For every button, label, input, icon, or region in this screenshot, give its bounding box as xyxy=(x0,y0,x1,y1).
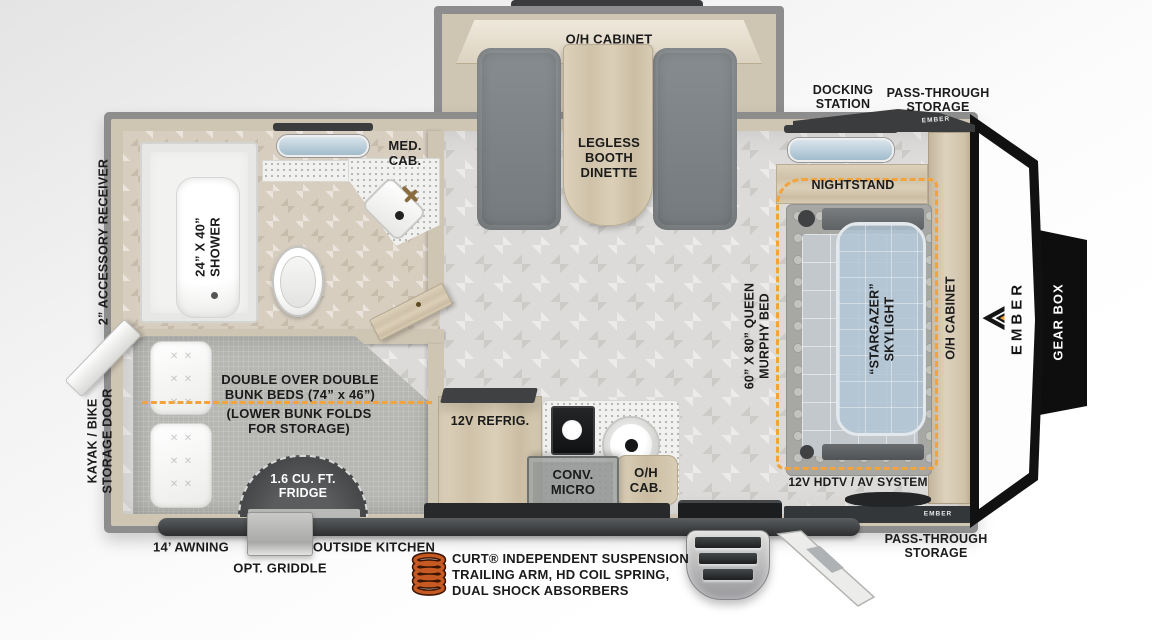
label-refrigerator: 12V REFRIG. xyxy=(450,413,530,428)
griddle xyxy=(247,512,313,556)
label-bunk-beds: DOUBLE OVER DOUBLE BUNK BEDS (74” x 46”) xyxy=(221,372,379,402)
bathroom-window-slot xyxy=(273,123,373,131)
refrigerator-top-vent xyxy=(440,388,538,403)
coil-spring-icon xyxy=(411,552,447,596)
bathroom-window xyxy=(277,135,369,157)
label-kitchen-oh-cab: O/H CAB. xyxy=(629,465,663,495)
dinette-bench-right xyxy=(653,48,737,230)
label-pass-through-top: PASS-THROUGH STORAGE xyxy=(886,85,990,114)
bunk-mattress-lower xyxy=(150,423,212,508)
ember-badge-bottom: EMBER xyxy=(923,510,953,518)
dinette-table xyxy=(563,44,653,226)
label-skylight: “STARGAZER” SKYLIGHT xyxy=(867,283,896,375)
dinette-bench-left xyxy=(477,48,561,230)
convection-microwave xyxy=(527,456,619,510)
sink-drain xyxy=(395,211,404,220)
bathroom-door-knob xyxy=(416,302,421,307)
label-av-system: 12V HDTV / AV SYSTEM xyxy=(788,475,928,490)
murphy-pillow xyxy=(798,210,815,227)
speaker-lens xyxy=(845,492,931,507)
brand-logo-text: EMBER xyxy=(1008,280,1026,356)
step-tread-1 xyxy=(695,537,761,548)
label-oh-cabinet-top: O/H CABINET xyxy=(565,31,653,47)
label-gear-box: GEAR BOX xyxy=(1050,283,1066,361)
label-shower: 24” X 40” SHOWER xyxy=(192,217,223,277)
cooktop-burner xyxy=(562,420,582,440)
entry-door-open xyxy=(776,530,876,607)
stargazer-skylight xyxy=(836,222,926,436)
label-kayak-door: KAYAK / BIKE STORAGE DOOR xyxy=(85,388,114,494)
label-microwave: CONV. MICRO xyxy=(550,467,596,497)
step-tread-3 xyxy=(703,569,753,580)
label-bunk-note: (LOWER BUNK FOLDS FOR STORAGE) xyxy=(226,406,372,436)
murphy-bed-outline xyxy=(776,178,938,470)
label-suspension: CURT® INDEPENDENT SUSPENSION TRAILING AR… xyxy=(452,551,689,598)
label-opt-griddle: OPT. GRIDDLE xyxy=(233,560,327,576)
tv-bar xyxy=(822,444,924,460)
bunk-fold-line xyxy=(142,401,432,404)
vanity-counter xyxy=(262,160,358,182)
label-accessory-receiver: 2” ACCESSORY RECEIVER xyxy=(96,158,111,326)
label-oh-cabinet-right: O/H CABINET xyxy=(943,276,958,360)
label-med-cab: MED. CAB. xyxy=(388,138,422,168)
sink-drain-kitchen xyxy=(625,439,638,452)
label-nightstand: NIGHTSTAND xyxy=(811,177,895,192)
brand-logo-icon xyxy=(982,306,1005,331)
shower-pan xyxy=(176,177,240,318)
refrigerator-cabinet xyxy=(438,396,542,514)
label-dinette: LEGLESS BOOTH DINETTE xyxy=(577,134,641,180)
entry-steps xyxy=(686,530,770,600)
step-tread-2 xyxy=(699,553,757,564)
label-outside-kitchen: OUTSIDE KITCHEN xyxy=(312,539,436,555)
bedroom-window-slot xyxy=(784,125,898,133)
outside-kitchen-slab xyxy=(424,503,670,522)
tv-bar-knob xyxy=(800,445,814,459)
bedroom-window xyxy=(788,138,894,162)
label-awning: 14’ AWNING xyxy=(153,539,229,555)
toilet-seat xyxy=(280,256,316,308)
shower-drain xyxy=(211,292,218,299)
label-pass-through-bottom: PASS-THROUGH STORAGE xyxy=(884,531,988,560)
label-docking-station: DOCKING STATION xyxy=(812,82,874,111)
label-fridge: 1.6 CU. FT. FRIDGE xyxy=(270,471,336,500)
entry-door-window xyxy=(806,546,844,573)
label-murphy-bed: 60” X 80” QUEEN MURPHY BED xyxy=(742,282,771,390)
awning-rail xyxy=(158,518,860,536)
